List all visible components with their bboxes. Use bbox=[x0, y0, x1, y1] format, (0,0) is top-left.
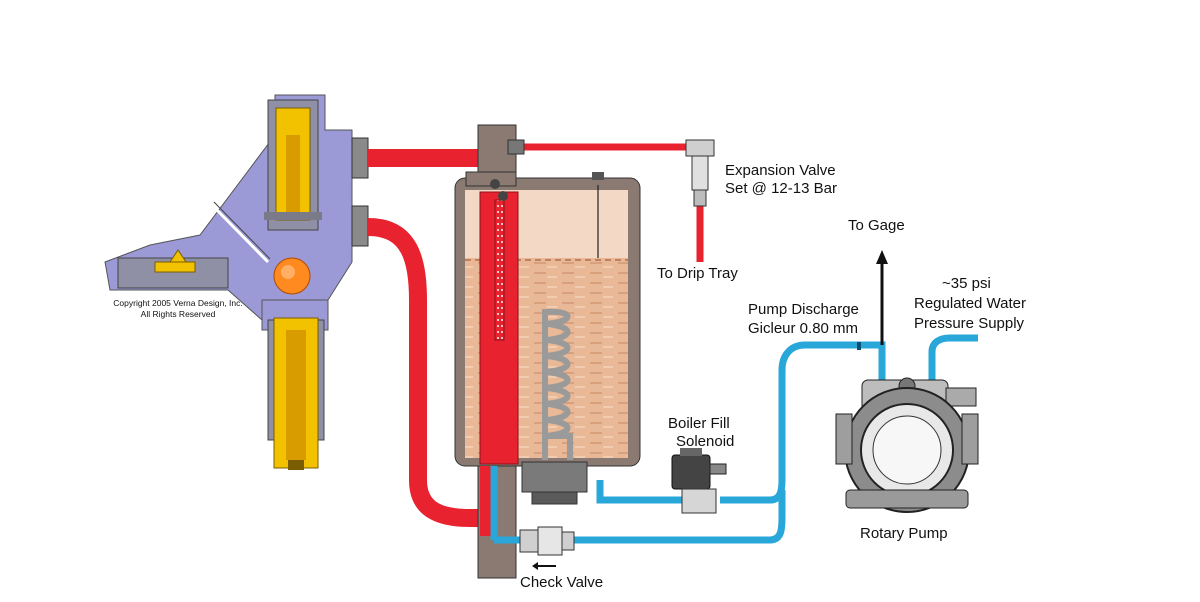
solenoid-to-pump-line bbox=[720, 341, 886, 504]
solenoid-coil bbox=[671, 454, 711, 490]
upper-valve-stem bbox=[286, 135, 300, 215]
pump-left-flange bbox=[835, 413, 853, 465]
copyright-line1: Copyright 2005 Verna Design, Inc. bbox=[113, 298, 242, 308]
solenoid-valve-body bbox=[681, 488, 717, 514]
left-fitting-seat bbox=[154, 261, 196, 273]
thermo-ball-highlight bbox=[281, 265, 295, 279]
drip-tray-label: To Drip Tray bbox=[657, 265, 738, 282]
supply-label-line3: Pressure Supply bbox=[914, 315, 1025, 332]
check-valve-line bbox=[494, 490, 786, 544]
element-terminals bbox=[531, 491, 578, 505]
check-valve-nut-left bbox=[519, 529, 539, 553]
pump-base bbox=[845, 489, 969, 509]
pump-face-inner bbox=[872, 415, 942, 485]
supply-inlet-line bbox=[928, 334, 978, 380]
supply-label-line1: ~35 psi bbox=[942, 275, 991, 292]
lower-valve-spring bbox=[286, 330, 306, 460]
discharge-label-line1: Pump Discharge bbox=[748, 301, 859, 318]
lower-port-thread bbox=[351, 205, 369, 247]
expansion-valve-body bbox=[691, 155, 709, 191]
expansion-valve-label-line2: Set @ 12-13 Bar bbox=[725, 180, 837, 197]
upper-port-thread bbox=[351, 137, 369, 179]
copyright-line2: All Rights Reserved bbox=[141, 309, 216, 319]
pump-right-flange bbox=[961, 413, 979, 465]
heating-element bbox=[542, 308, 573, 460]
hx-top-bolt-2 bbox=[498, 191, 508, 201]
diagonal-passage-edge bbox=[213, 201, 271, 260]
boiler bbox=[454, 124, 641, 579]
group-return-pipe bbox=[367, 218, 486, 527]
discharge-label-line2: Gicleur 0.80 mm bbox=[748, 320, 858, 337]
gage-arrow bbox=[876, 250, 888, 345]
solenoid-connector bbox=[709, 463, 727, 475]
lower-valve-tip bbox=[288, 460, 304, 470]
check-valve-nut-right bbox=[561, 531, 575, 551]
injector-tube bbox=[494, 199, 505, 341]
solenoid-label-line1: Boiler Fill bbox=[668, 415, 730, 432]
hx-top-bolt-1 bbox=[490, 179, 500, 189]
brew-group: Copyright 2005 Verna Design, Inc. All Ri… bbox=[104, 94, 369, 470]
gicleur-mark bbox=[857, 342, 861, 350]
hot-water-lines bbox=[367, 143, 704, 527]
upper-valve-nut bbox=[264, 212, 322, 220]
check-valve bbox=[519, 526, 575, 570]
gage-label: To Gage bbox=[848, 217, 905, 234]
cold-water-lines bbox=[490, 334, 978, 544]
pump-bypass bbox=[945, 387, 977, 407]
flow-arrow-head bbox=[532, 562, 538, 570]
boiler-fill-solenoid bbox=[671, 448, 727, 514]
check-valve-body bbox=[537, 526, 563, 556]
diagonal-passage bbox=[210, 203, 270, 264]
solenoid-label-line2: Solenoid bbox=[676, 433, 734, 450]
expansion-valve-tee bbox=[685, 139, 715, 157]
expansion-valve bbox=[685, 139, 715, 207]
rotary-pump-label: Rotary Pump bbox=[860, 525, 948, 542]
check-valve-label: Check Valve bbox=[520, 574, 603, 591]
fill-line-to-boiler bbox=[596, 480, 700, 504]
expansion-valve-outlet bbox=[693, 189, 707, 207]
element-flange bbox=[521, 461, 588, 493]
probe-fitting bbox=[592, 172, 604, 180]
supply-label-line2: Regulated Water bbox=[914, 295, 1026, 312]
solenoid-cap bbox=[680, 448, 702, 456]
rotary-pump bbox=[835, 377, 979, 513]
expansion-valve-label-line1: Expansion Valve bbox=[725, 162, 836, 179]
expansion-tee bbox=[507, 139, 525, 155]
